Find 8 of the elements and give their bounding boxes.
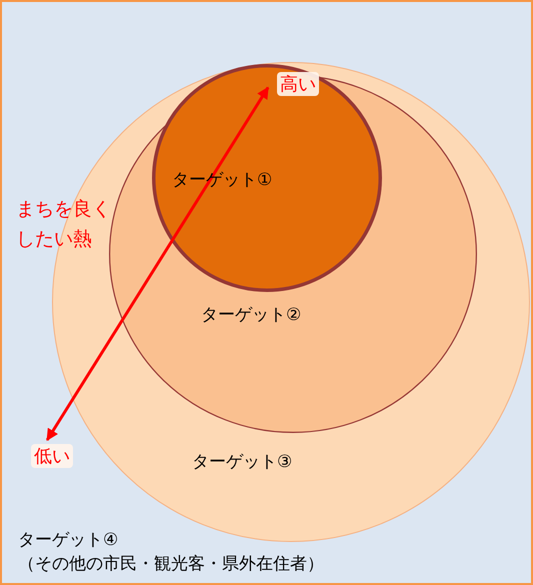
target-circle	[152, 64, 382, 292]
target-label: ターゲット③	[192, 451, 292, 473]
target-label: （その他の市民・観光客・県外在住者）	[18, 553, 324, 576]
target-label: ターゲット①	[172, 169, 272, 191]
target-label: ターゲット④	[18, 528, 120, 552]
target-label: ターゲット②	[201, 304, 302, 326]
double-arrow	[46, 86, 270, 442]
axis-caption: まちを良くしたい熱	[16, 197, 112, 252]
